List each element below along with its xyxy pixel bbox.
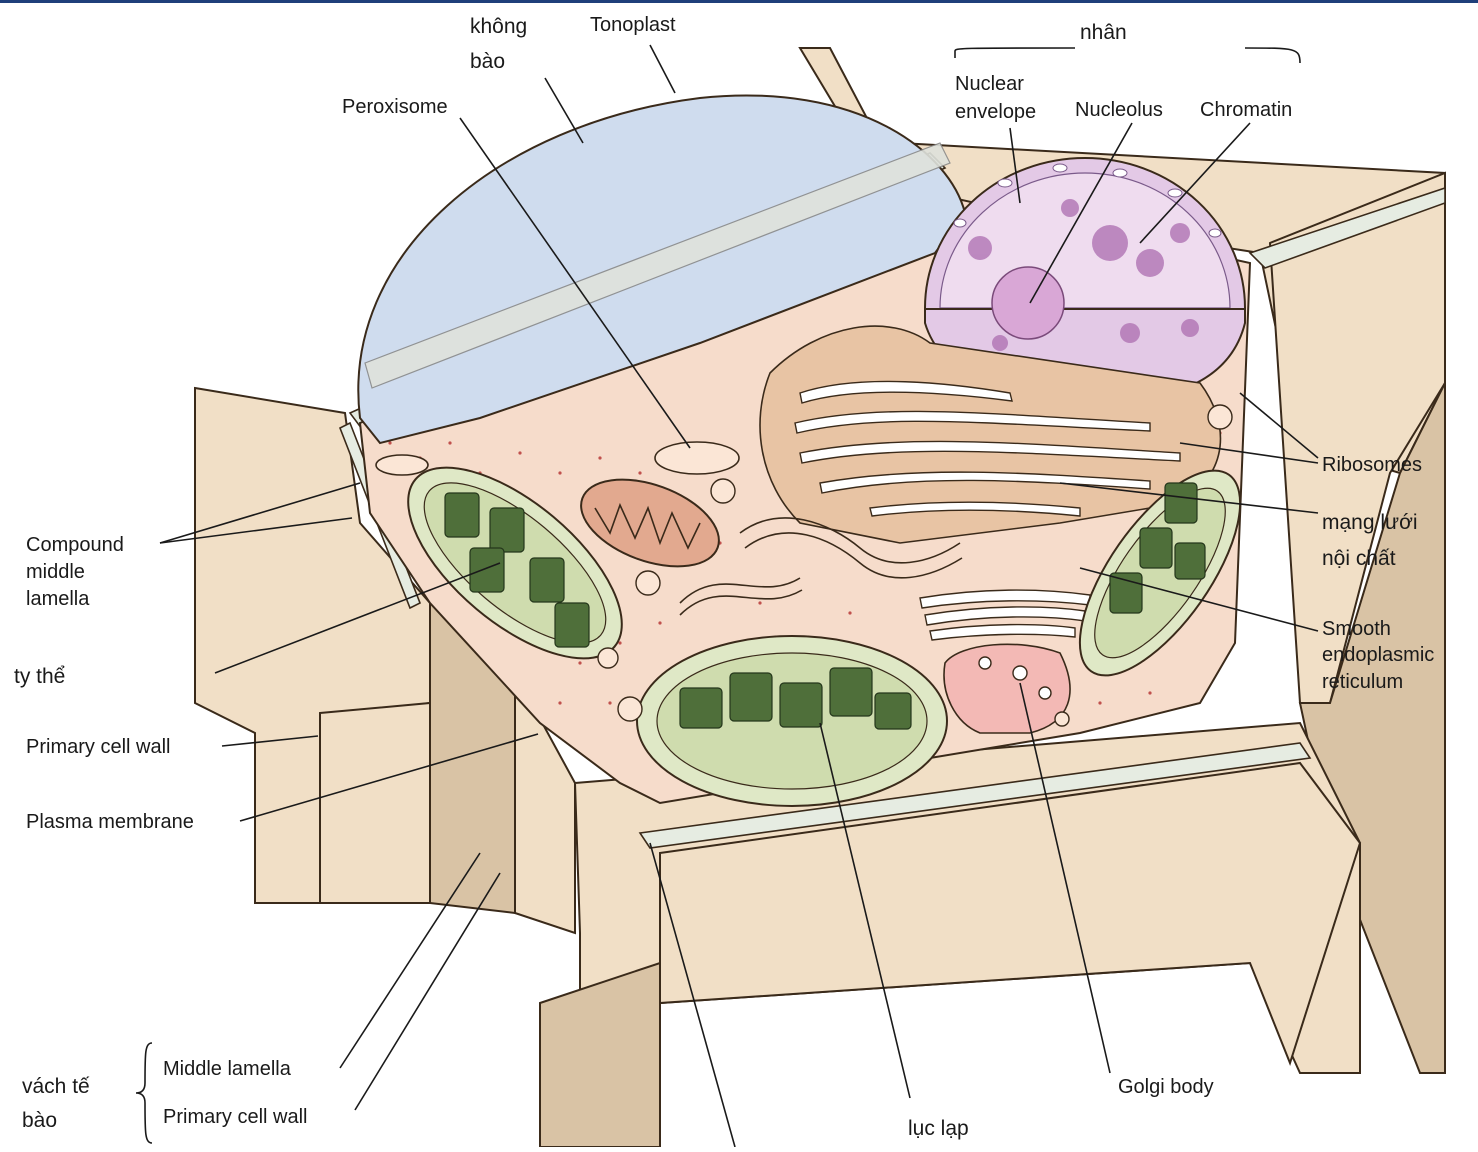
- label-ty-the: ty thể: [14, 665, 65, 688]
- label-ribosomes: Ribosomes: [1322, 454, 1422, 476]
- label-vach-te-bao-line1: vách tế: [22, 1075, 90, 1098]
- label-primary-cell-wall-2: Primary cell wall: [163, 1106, 307, 1128]
- label-compound-line1: Compound: [26, 534, 124, 556]
- label-er-line2: nội chất: [1322, 547, 1396, 570]
- label-smooth-er-line2: endoplasmic: [1322, 644, 1434, 666]
- label-compound-line2: middle: [26, 561, 85, 583]
- plant-cell-diagram: không bào Tonoplast nhân Peroxisome Nucl…: [0, 3, 1478, 1147]
- label-nucleolus: Nucleolus: [1075, 99, 1163, 121]
- label-middle-lamella: Middle lamella: [163, 1058, 292, 1080]
- label-er-line1: mạng lưới: [1322, 511, 1418, 534]
- label-luc-lap: lục lạp: [908, 1117, 969, 1140]
- label-nuclear-envelope-line2: envelope: [955, 101, 1036, 123]
- label-khong-bao-line1: không: [470, 15, 527, 38]
- label-primary-cell-wall: Primary cell wall: [26, 736, 170, 758]
- label-peroxisome: Peroxisome: [342, 96, 448, 118]
- label-smooth-er-line1: Smooth: [1322, 618, 1391, 640]
- nucleolus-shape: [992, 267, 1064, 339]
- label-golgi-body: Golgi body: [1118, 1076, 1214, 1098]
- chloroplast-2-shape: [637, 636, 947, 806]
- label-khong-bao-line2: bào: [470, 50, 505, 73]
- label-nhan: nhân: [1080, 21, 1127, 44]
- label-compound-line3: lamella: [26, 588, 90, 610]
- label-tonoplast: Tonoplast: [590, 14, 676, 36]
- label-chromatin: Chromatin: [1200, 99, 1292, 121]
- label-nuclear-envelope-line1: Nuclear: [955, 73, 1024, 95]
- label-vach-te-bao-line2: bào: [22, 1109, 57, 1132]
- label-plasma-membrane: Plasma membrane: [26, 811, 194, 833]
- label-smooth-er-line3: reticulum: [1322, 671, 1403, 693]
